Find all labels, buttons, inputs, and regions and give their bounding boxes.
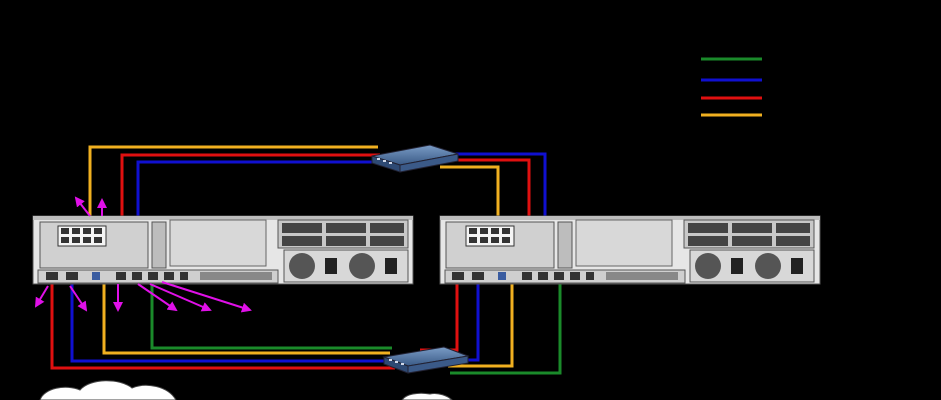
switch-top xyxy=(371,144,459,173)
wire-blue-right-bottom xyxy=(440,274,480,362)
wire-yellow-left-top xyxy=(88,145,378,228)
wire-blue-left-bottom xyxy=(70,280,392,363)
wire-red-right-bottom xyxy=(420,274,459,352)
magenta-arrow-icon xyxy=(34,196,252,313)
wire-yellow-right-top xyxy=(440,165,500,228)
legend xyxy=(701,57,762,117)
network-cloud-icon xyxy=(401,392,453,400)
wire-green-right-bottom xyxy=(450,278,562,375)
network-cloud-icon xyxy=(39,380,177,400)
wire-red-left-bottom xyxy=(50,280,395,370)
server-left xyxy=(32,215,414,285)
wire-green-left-bottom xyxy=(150,280,392,350)
server-right xyxy=(439,215,821,285)
switch-bottom xyxy=(382,346,470,374)
